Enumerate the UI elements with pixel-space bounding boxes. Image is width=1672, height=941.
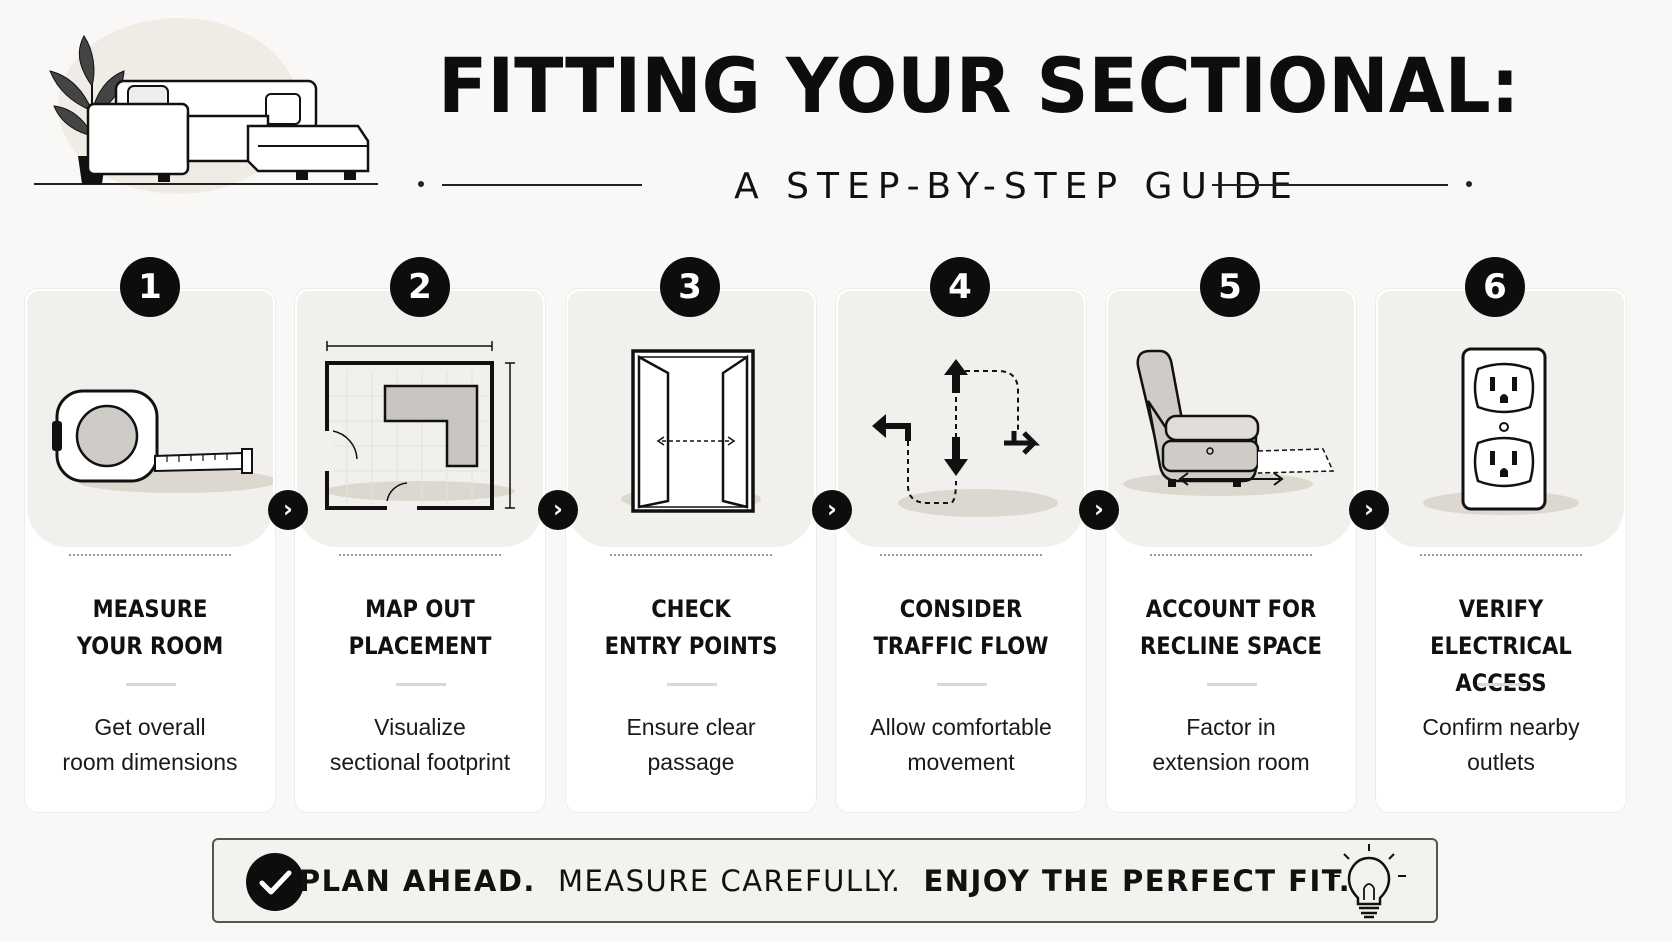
step-number-badge: 3 <box>660 257 720 317</box>
page-subtitle: A STEP-BY-STEP GUIDE <box>734 166 1300 207</box>
short-divider <box>1477 683 1527 686</box>
step-number-badge: 1 <box>120 257 180 317</box>
step-description-line: passage <box>647 749 735 775</box>
short-divider <box>667 683 717 686</box>
step-card-5: ACCOUNT FOR RECLINE SPACE Factor in exte… <box>1105 288 1357 813</box>
step-description-line: Visualize <box>374 714 466 740</box>
step-heading-line: PLACEMENT <box>348 632 492 660</box>
step-description-line: movement <box>907 749 1015 775</box>
subtitle-row: A STEP-BY-STEP GUIDE <box>418 162 1592 207</box>
step-description-line: Confirm nearby <box>1422 714 1580 740</box>
step-heading-line: CONSIDER <box>899 595 1023 623</box>
step-description-line: Ensure clear <box>626 714 756 740</box>
step-heading-line: YOUR ROOM <box>76 632 224 660</box>
chevron-right-icon: › <box>538 490 578 530</box>
recliner-icon <box>1108 291 1354 547</box>
step-heading: ACCOUNT FOR RECLINE SPACE <box>1121 591 1341 665</box>
step-heading-line: MEASURE <box>92 595 208 623</box>
step-description-line: sectional footprint <box>329 749 511 775</box>
short-divider <box>937 683 987 686</box>
step-card-1: MEASURE YOUR ROOM Get overall room dimen… <box>24 288 277 813</box>
step-heading-line: ENTRY POINTS <box>604 632 778 660</box>
short-divider <box>1207 683 1257 686</box>
dotted-divider <box>339 554 501 556</box>
step-number-badge: 6 <box>1465 257 1525 317</box>
step-heading-line: MAP OUT <box>365 595 475 623</box>
chevron-right-icon: › <box>1079 490 1119 530</box>
step-description: Visualize sectional footprint <box>295 710 545 780</box>
step-description-line: Allow comfortable <box>870 714 1052 740</box>
step-heading-line: RECLINE SPACE <box>1140 632 1322 660</box>
sectional-sofa-illustration <box>28 16 388 201</box>
step-description: Get overall room dimensions <box>25 710 275 780</box>
step-description-line: extension room <box>1152 749 1310 775</box>
step-number-badge: 4 <box>930 257 990 317</box>
dotted-divider <box>610 554 772 556</box>
step-heading-line: VERIFY <box>1458 595 1544 623</box>
step-heading: CHECK ENTRY POINTS <box>581 591 801 665</box>
traffic-arrows-icon <box>838 291 1084 547</box>
step-description: Ensure clear passage <box>566 710 816 780</box>
step-heading: MEASURE YOUR ROOM <box>40 591 260 665</box>
banner-text: PLAN AHEAD. MEASURE CAREFULLY. ENJOY THE P… <box>214 864 1436 898</box>
banner-part-measure: MEASURE CAREFULLY. <box>557 864 902 898</box>
step-card-3: CHECK ENTRY POINTS Ensure clear passage <box>565 288 817 813</box>
step-description: Factor in extension room <box>1106 710 1356 780</box>
step-heading-line: TRAFFIC FLOW <box>873 632 1049 660</box>
step-description: Confirm nearby outlets <box>1376 710 1626 780</box>
short-divider <box>396 683 446 686</box>
step-heading: VERIFY ELECTRICAL ACCESS <box>1391 591 1611 702</box>
subtitle-dot-right <box>1466 181 1472 187</box>
step-card-4: CONSIDER TRAFFIC FLOW Allow comfortable … <box>835 288 1087 813</box>
step-description-line: room dimensions <box>62 749 238 775</box>
step-heading: MAP OUT PLACEMENT <box>310 591 530 665</box>
step-card-6: VERIFY ELECTRICAL ACCESS Confirm nearby … <box>1375 288 1627 813</box>
dotted-divider <box>69 554 231 556</box>
subtitle-dot-left <box>418 181 424 187</box>
step-number-badge: 5 <box>1200 257 1260 317</box>
subtitle-rule-right <box>1212 184 1448 186</box>
checkmark-icon <box>246 853 304 911</box>
short-divider <box>126 683 176 686</box>
dotted-divider <box>1150 554 1312 556</box>
step-description-line: outlets <box>1467 749 1535 775</box>
chevron-right-icon: › <box>812 490 852 530</box>
step-heading-line: ACCOUNT FOR <box>1145 595 1317 623</box>
page-title: FITTING YOUR SECTIONAL: <box>438 41 1520 130</box>
banner-part-plan: PLAN AHEAD. <box>298 864 536 898</box>
step-description-line: Get overall <box>94 714 206 740</box>
floor-plan-icon <box>297 291 543 547</box>
step-number-badge: 2 <box>390 257 450 317</box>
step-description: Allow comfortable movement <box>836 710 1086 780</box>
tip-banner: PLAN AHEAD. MEASURE CAREFULLY. ENJOY THE P… <box>212 838 1438 923</box>
recline-width-arrow <box>1178 472 1284 486</box>
dotted-divider <box>880 554 1042 556</box>
step-heading-line: ELECTRICAL ACCESS <box>1430 632 1572 697</box>
subtitle-rule-left <box>442 184 642 186</box>
step-card-2: MAP OUT PLACEMENT Visualize sectional fo… <box>294 288 546 813</box>
dotted-divider <box>1420 554 1582 556</box>
chevron-right-icon: › <box>268 490 308 530</box>
step-heading-line: CHECK <box>651 595 731 623</box>
chevron-right-icon: › <box>1349 490 1389 530</box>
step-heading: CONSIDER TRAFFIC FLOW <box>851 591 1071 665</box>
step-description-line: Factor in <box>1186 714 1276 740</box>
banner-part-enjoy: ENJOY THE PERFECT FIT. <box>923 864 1352 898</box>
outlet-icon <box>1378 291 1624 547</box>
tape-measure-icon <box>27 291 277 547</box>
lightbulb-icon <box>1324 840 1414 925</box>
doorway-icon <box>568 291 814 547</box>
